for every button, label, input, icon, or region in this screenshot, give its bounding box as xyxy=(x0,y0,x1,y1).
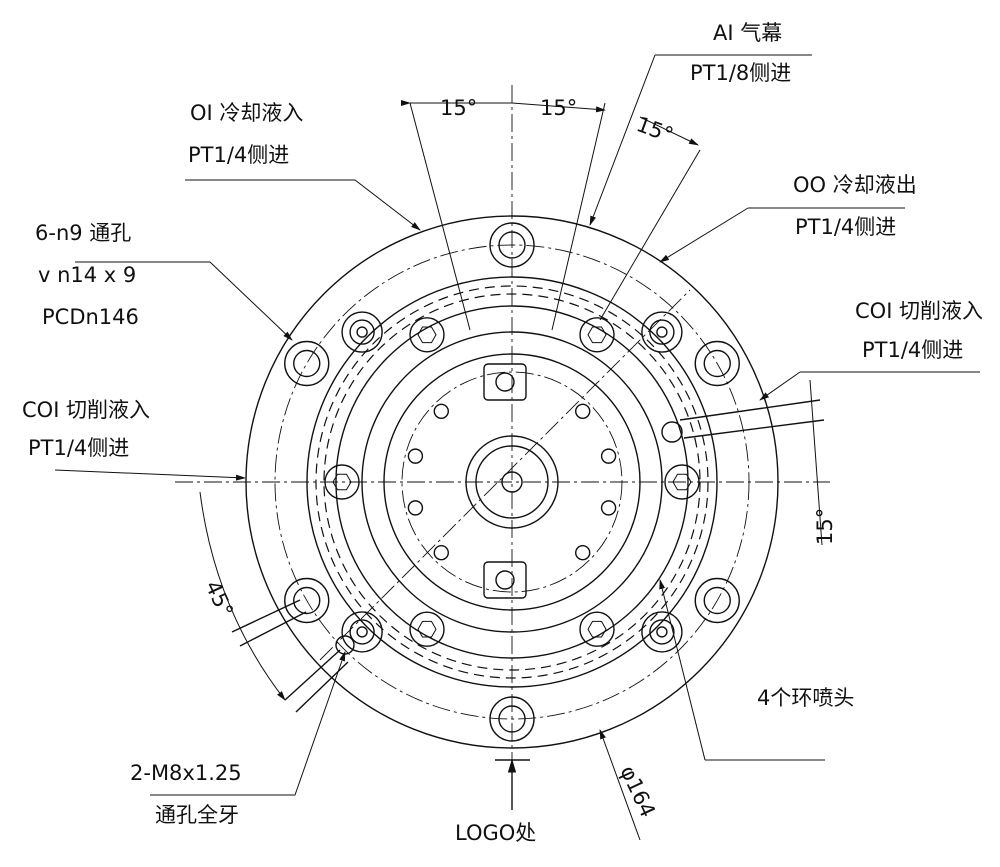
hex-screw xyxy=(579,317,615,353)
coi-right-label: COI 切削液入 xyxy=(855,299,983,323)
holes-pcd: PCDn146 xyxy=(42,305,139,329)
side-fittings xyxy=(231,399,825,713)
bolt-hole xyxy=(489,222,535,268)
annotations: AI 气幕 PT1/8侧进 OI 冷却液入 PT1/4侧进 OO 冷却液出 PT… xyxy=(22,21,983,845)
bolt-hole xyxy=(489,696,535,742)
hex-socket-screws xyxy=(324,317,700,647)
spray-head xyxy=(341,311,383,353)
holes-label: 6-n9 通孔 xyxy=(35,221,131,245)
oo-label: OO 冷却液出 xyxy=(793,173,917,197)
hex-screw xyxy=(664,464,700,500)
bolt-hole xyxy=(694,577,740,624)
spray-head xyxy=(341,611,383,653)
small-hole xyxy=(575,545,591,561)
nozzles-label: 4个环喷头 xyxy=(757,686,854,710)
hex-screw xyxy=(579,611,615,647)
spray-head xyxy=(641,611,683,653)
spray-head-screws xyxy=(341,311,683,653)
angle-top-far-right: 15° xyxy=(633,112,676,147)
coi-left-spec: PT1/4侧进 xyxy=(28,436,129,460)
inner-small-holes xyxy=(407,403,617,561)
coi-left-label: COI 切削液入 xyxy=(22,398,150,422)
oi-spec: PT1/4侧进 xyxy=(188,143,289,167)
coi-right-spec: PT1/4侧进 xyxy=(862,338,963,362)
spray-head xyxy=(641,311,683,353)
oo-spec: PT1/4侧进 xyxy=(795,215,896,239)
bolt-hole xyxy=(694,340,740,387)
logo-label: LOGO处 xyxy=(455,821,536,845)
hex-screw xyxy=(409,611,445,647)
bolt-hole xyxy=(284,340,330,387)
angle-top-right: 15° xyxy=(540,96,577,120)
key-blocks xyxy=(483,363,527,599)
angle-right: 15° xyxy=(813,508,837,545)
small-hole xyxy=(575,403,591,419)
leader-lines xyxy=(54,54,980,841)
small-hole xyxy=(433,545,449,561)
bolt-hole xyxy=(284,577,330,624)
ai-spec: PT1/8侧进 xyxy=(690,61,791,85)
angle-left: 45° xyxy=(200,577,237,621)
angle-top-left: 15° xyxy=(440,96,477,120)
hex-screw xyxy=(324,464,360,500)
small-hole xyxy=(600,448,617,464)
small-hole xyxy=(433,403,449,419)
bolt-holes xyxy=(284,222,740,742)
small-hole xyxy=(407,500,424,516)
small-hole xyxy=(407,448,424,464)
thread-note: 通孔全牙 xyxy=(155,803,239,827)
center-lines xyxy=(175,85,830,780)
thread-label: 2-M8x1.25 xyxy=(130,761,242,785)
holes-counterbore: v n14 x 9 xyxy=(38,263,136,287)
oi-label: OI 冷却液入 xyxy=(190,101,303,125)
ai-label: AI 气幕 xyxy=(713,21,782,45)
small-hole xyxy=(600,500,617,516)
hex-screw xyxy=(409,317,445,353)
